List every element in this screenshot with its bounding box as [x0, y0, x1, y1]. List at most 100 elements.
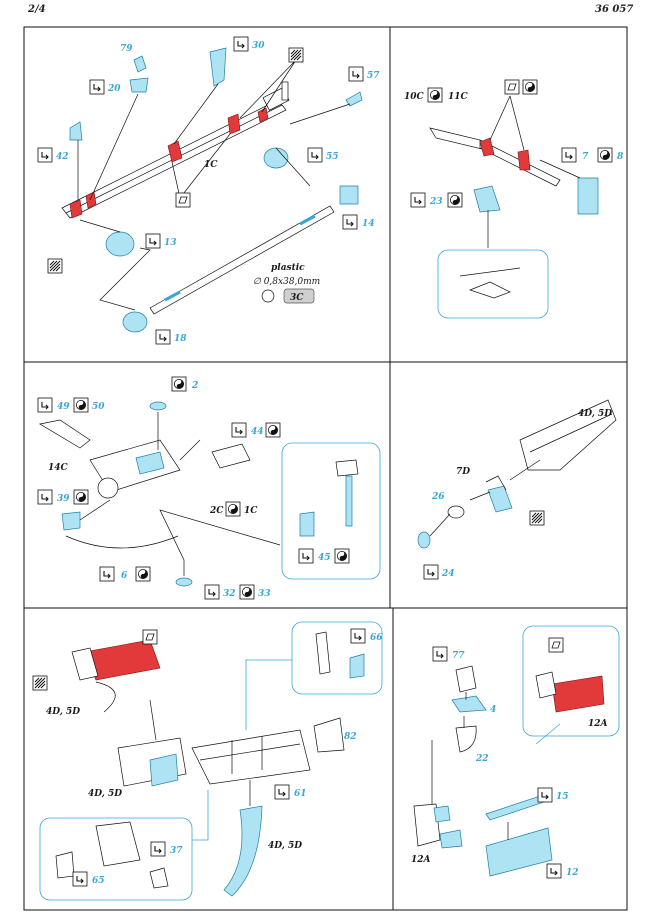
part-26 [447, 505, 465, 519]
panel-frames [23, 26, 628, 911]
detail-box-panel-2 [437, 249, 549, 319]
part-55 [263, 147, 289, 169]
part-12a-pe [433, 805, 451, 823]
label-15: 15 [556, 792, 569, 802]
label-33: 33 [258, 589, 271, 599]
label-18: 18 [174, 334, 187, 344]
seat-frame [71, 647, 99, 681]
label-12a: 12A [411, 855, 431, 865]
label-4: 4 [490, 705, 496, 715]
label-10c: 10C [404, 92, 425, 102]
label-4d-5d-c: 4D, 5D [268, 841, 302, 851]
label-23: 23 [429, 197, 443, 207]
panel-5-seat-assembly [39, 621, 383, 901]
part-49 [39, 419, 91, 449]
label-77: 77 [452, 651, 465, 661]
clamp-red-2 [85, 191, 97, 209]
handle-red-1 [479, 137, 495, 157]
detail-part-37 [95, 821, 141, 867]
label-32: 32 [223, 589, 236, 599]
seat-spring [95, 681, 116, 713]
detail-part-45a [335, 459, 359, 477]
handle-grip [429, 127, 487, 151]
label-57: 57 [367, 71, 380, 81]
handle-red-2 [517, 149, 531, 171]
label-14: 14 [362, 219, 375, 229]
receiver-pe [135, 451, 165, 475]
detail-box-66 [291, 621, 383, 695]
label-14c: 14C [48, 463, 69, 473]
part-4 [451, 695, 487, 713]
label-65: 65 [92, 876, 105, 886]
label-42: 42 [56, 152, 69, 162]
part-12a-body [413, 803, 441, 847]
label-55: 55 [326, 152, 339, 162]
part-12 [485, 827, 553, 877]
kit-code: 36 057 [595, 4, 634, 15]
label-50: 50 [92, 402, 105, 412]
page-number: 2/4 [28, 4, 46, 15]
label-45: 45 [318, 553, 331, 563]
part-2 [149, 401, 167, 411]
detail-part-45b [345, 475, 353, 527]
part-22 [455, 725, 477, 753]
label-12: 12 [566, 868, 579, 878]
part-57 [345, 91, 363, 107]
detail-part-66b [349, 653, 365, 679]
label-8: 8 [617, 152, 624, 162]
label-22: 22 [475, 754, 489, 764]
label-37: 37 [170, 846, 183, 856]
part-23 [473, 185, 501, 213]
base-pe [149, 753, 179, 787]
part-42 [69, 121, 83, 141]
clamp-red-4 [227, 113, 241, 135]
label-2: 2 [191, 381, 198, 391]
part-7d [487, 485, 513, 513]
detail-box-12a [522, 625, 620, 737]
part-39 [61, 511, 81, 531]
part-30 [209, 47, 227, 87]
label-82: 82 [344, 732, 357, 742]
label-24: 24 [441, 569, 455, 579]
detail-part-12a [535, 671, 557, 699]
detail-red-12a [551, 675, 605, 713]
part-12a-pe-2 [439, 829, 463, 849]
barrel-post [281, 81, 289, 101]
panel-1-barrel-assembly [61, 47, 363, 333]
part-61 [223, 805, 263, 897]
label-7: 7 [582, 152, 589, 162]
label-2c: 2C [209, 506, 224, 516]
panel-4-bracket-assembly [417, 399, 617, 549]
label-1c-panel-3: 1C [244, 506, 258, 516]
part-13 [105, 231, 135, 257]
label-44: 44 [251, 427, 264, 437]
label-49: 49 [57, 402, 70, 412]
panel-3-receiver-assembly [39, 401, 381, 587]
label-7d: 7D [456, 467, 470, 477]
receiver-wheel [97, 477, 119, 499]
label-26: 26 [431, 492, 445, 502]
part-14 [339, 185, 359, 205]
detail-part-65a [55, 851, 75, 879]
detail-part-65b [149, 867, 169, 889]
label-1c: 1C [204, 160, 218, 170]
part-77 [455, 665, 477, 693]
plastic-rod [149, 205, 335, 315]
label-4d-5d-a: 4D, 5D [46, 707, 80, 717]
label-6: 6 [121, 571, 128, 581]
part-8 [577, 177, 599, 215]
part-82 [313, 717, 345, 753]
panel-6-sight-assembly [413, 625, 620, 877]
label-79: 79 [120, 44, 133, 54]
label-66: 66 [370, 633, 383, 643]
label-11c: 11C [448, 92, 469, 102]
clamp-red-1 [69, 199, 83, 219]
part-79 [133, 55, 147, 73]
plastic-part-badge [283, 288, 315, 304]
label-39: 39 [57, 494, 70, 504]
plastic-part-number: 3C [290, 293, 304, 303]
part-20 [129, 77, 149, 93]
part-32 [175, 577, 193, 587]
part-15 [485, 795, 545, 821]
label-20: 20 [107, 84, 121, 94]
